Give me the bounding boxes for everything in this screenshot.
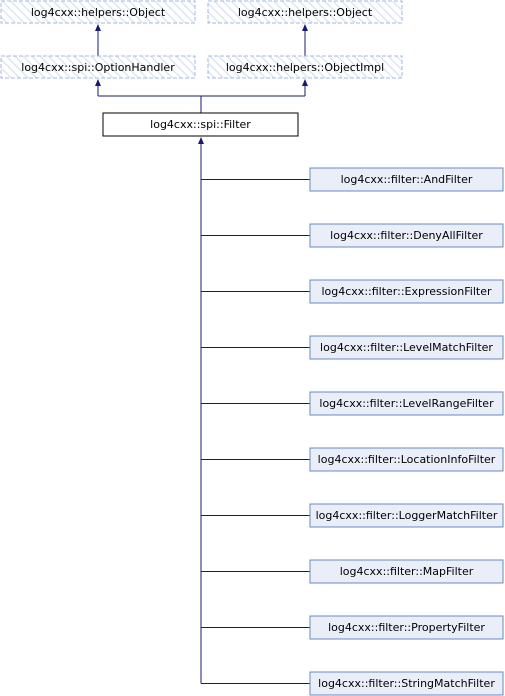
- node-label: log4cxx::filter::LoggerMatchFilter: [316, 509, 498, 522]
- node-helpers-object-right[interactable]: log4cxx::helpers::Object: [207, 0, 403, 24]
- node-label: log4cxx::filter::ExpressionFilter: [321, 285, 491, 298]
- node-label: log4cxx::filter::MapFilter: [340, 565, 474, 578]
- node-spi-filter: log4cxx::spi::Filter: [102, 112, 299, 137]
- node-label: log4cxx::helpers::Object: [31, 6, 166, 19]
- node-filter-levelrangefilter[interactable]: log4cxx::filter::LevelRangeFilter: [309, 391, 504, 416]
- node-helpers-object-left[interactable]: log4cxx::helpers::Object: [0, 0, 196, 24]
- edge-arrowhead: [302, 79, 308, 86]
- node-label: log4cxx::filter::LevelMatchFilter: [320, 341, 493, 354]
- node-label: log4cxx::helpers::Object: [238, 6, 373, 19]
- edge-arrowhead: [95, 79, 101, 86]
- node-helpers-objectimpl[interactable]: log4cxx::helpers::ObjectImpl: [207, 55, 403, 79]
- node-filter-levelmatchfilter[interactable]: log4cxx::filter::LevelMatchFilter: [309, 335, 504, 360]
- node-filter-andfilter[interactable]: log4cxx::filter::AndFilter: [309, 167, 504, 192]
- node-filter-stringmatchfilter[interactable]: log4cxx::filter::StringMatchFilter: [309, 671, 504, 696]
- node-filter-denyallfilter[interactable]: log4cxx::filter::DenyAllFilter: [309, 223, 504, 248]
- node-label: log4cxx::filter::AndFilter: [341, 173, 473, 186]
- node-label: log4cxx::filter::LevelRangeFilter: [319, 397, 494, 410]
- node-label: log4cxx::filter::LocationInfoFilter: [318, 453, 496, 466]
- inheritance-edges: [95, 24, 310, 684]
- edge-arrowhead: [302, 24, 308, 31]
- node-label: log4cxx::helpers::ObjectImpl: [226, 61, 384, 74]
- node-label: log4cxx::filter::PropertyFilter: [328, 621, 485, 634]
- node-filter-expressionfilter[interactable]: log4cxx::filter::ExpressionFilter: [309, 279, 504, 304]
- node-label: log4cxx::filter::StringMatchFilter: [318, 677, 495, 690]
- node-label: log4cxx::spi::OptionHandler: [21, 61, 175, 74]
- node-filter-propertyfilter[interactable]: log4cxx::filter::PropertyFilter: [309, 615, 504, 640]
- edge-arrowhead: [95, 24, 101, 31]
- node-filter-locationinfofilter[interactable]: log4cxx::filter::LocationInfoFilter: [309, 447, 504, 472]
- node-label: log4cxx::filter::DenyAllFilter: [330, 229, 483, 242]
- edge-arrowhead: [198, 137, 204, 144]
- node-spi-optionhandler[interactable]: log4cxx::spi::OptionHandler: [0, 55, 196, 79]
- node-filter-mapfilter[interactable]: log4cxx::filter::MapFilter: [309, 559, 504, 584]
- node-label: log4cxx::spi::Filter: [150, 118, 251, 131]
- node-filter-loggermatchfilter[interactable]: log4cxx::filter::LoggerMatchFilter: [309, 503, 504, 528]
